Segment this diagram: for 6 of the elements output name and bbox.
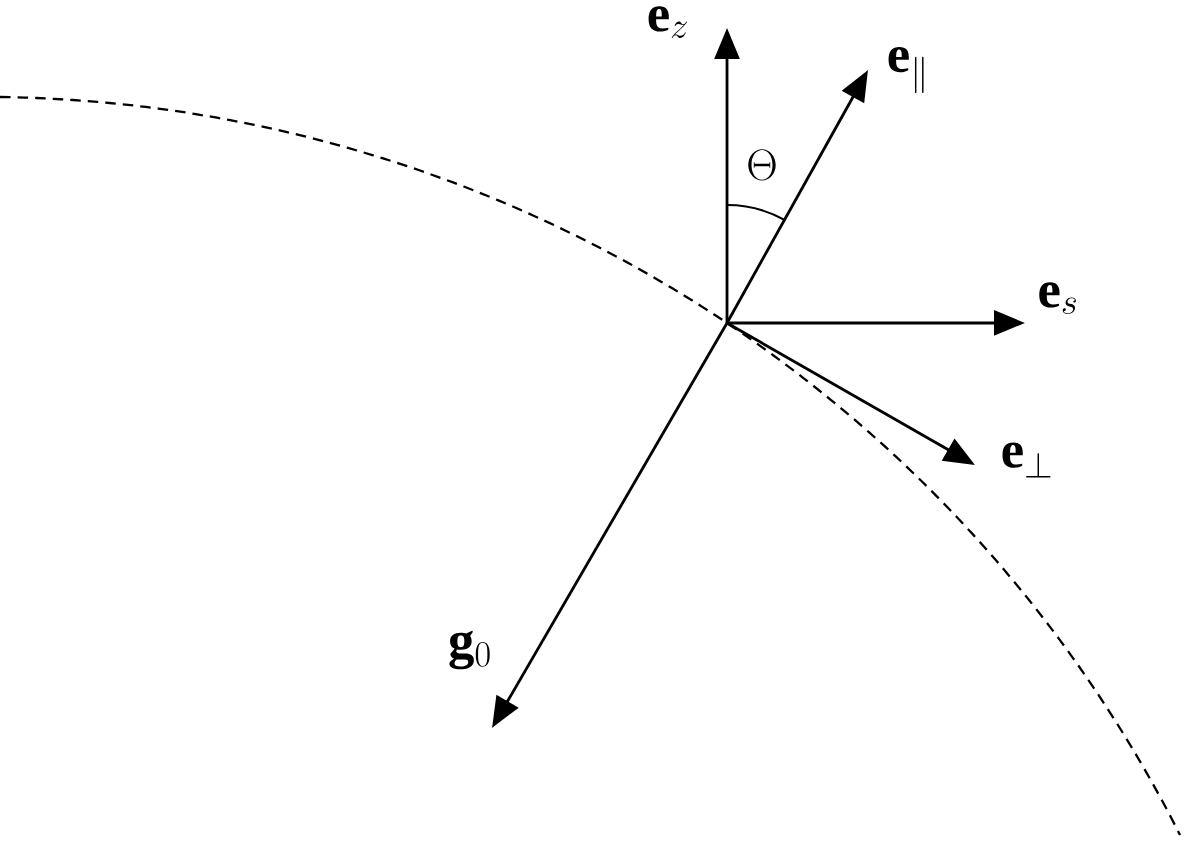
vector-label: $\mathbf{e}_z$ xyxy=(648,6,687,39)
vector-label: $\mathbf{g}_0$ xyxy=(449,630,490,670)
vector-label: $\mathbf{e}_\perp$ xyxy=(1002,442,1051,478)
vector-label: $\mathbf{e}_s$ xyxy=(1039,282,1076,315)
angle-label: $\Theta$ xyxy=(748,149,776,181)
vector-label: $\mathbf{e}_\parallel$ xyxy=(888,46,924,94)
